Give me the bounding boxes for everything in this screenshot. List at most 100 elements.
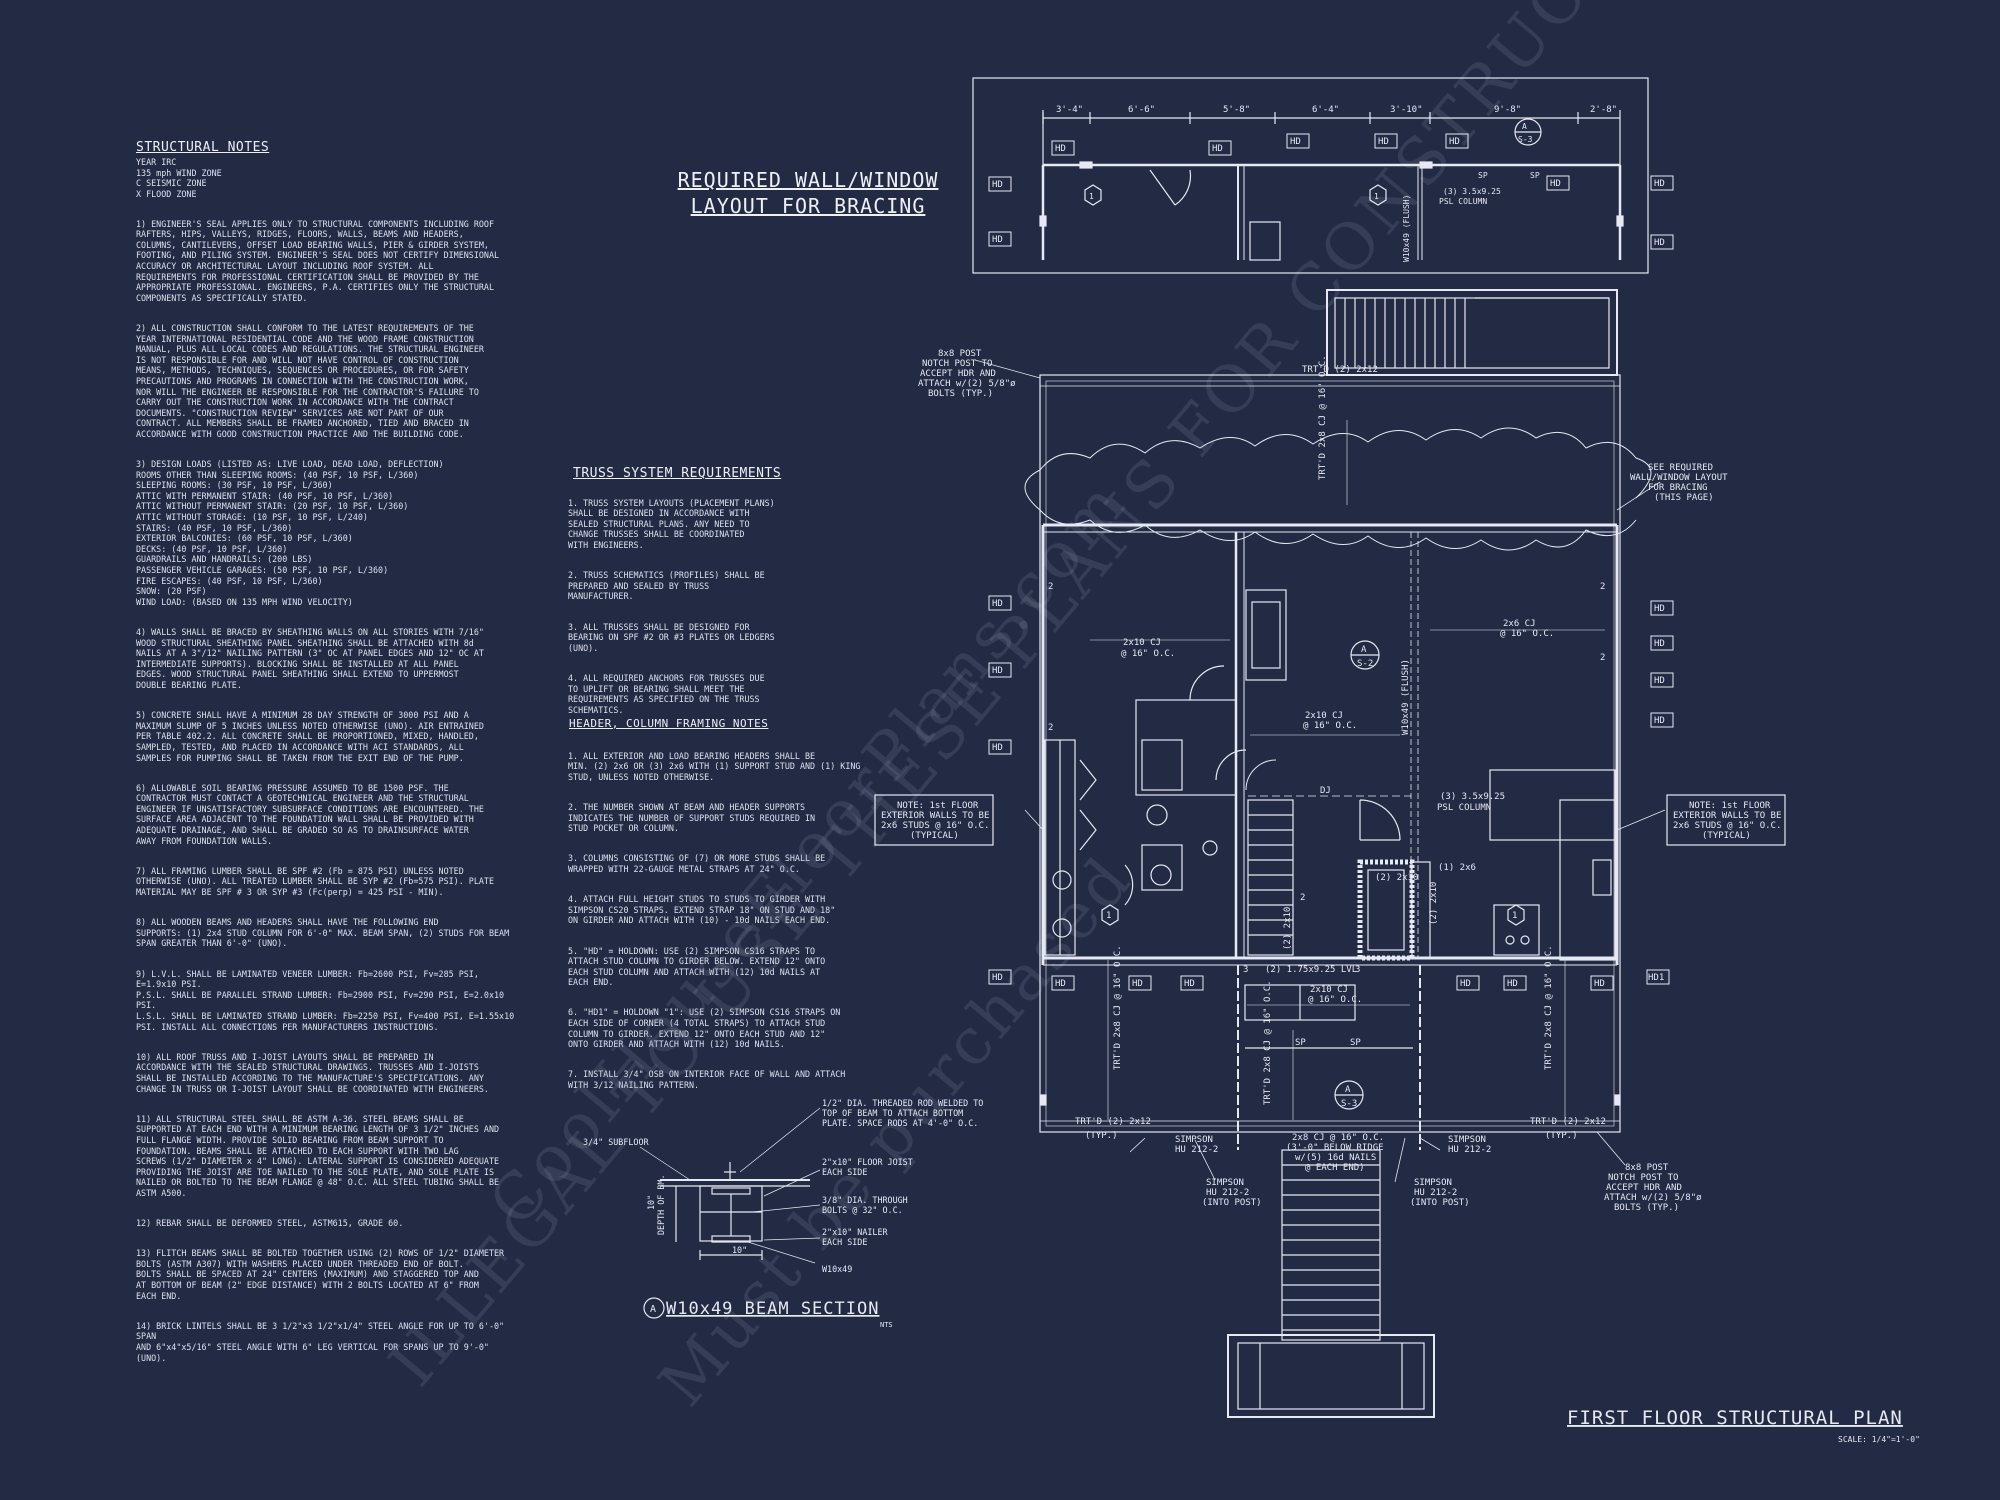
truss-note: 3. ALL TRUSSES SHALL BE DESIGNED FOR BEA… <box>568 621 775 653</box>
hd-tag: HD <box>992 973 1003 983</box>
ridge-note: (3'-0" BELOW RIDGE <box>1286 1143 1384 1153</box>
vertical-cj: TRT'D 2x8 CJ @ 16" O.C. <box>1318 355 1328 480</box>
watermark: ILLEGAL TO USE THESE PLANS FOR CONSTRUCT… <box>376 0 1728 1420</box>
plan-labels: TRT'D (2) 2x12 TRT'D (2) 2x12 TRT'D (2) … <box>881 349 1781 1213</box>
structural-note: 3) DESIGN LOADS (LISTED AS: LIVE LOAD, D… <box>136 459 444 607</box>
structural-note: 1) ENGINEER'S SEAL APPLIES ONLY TO STRUC… <box>136 218 500 303</box>
plan-title: FIRST FLOOR STRUCTURAL PLAN <box>1567 1407 1903 1429</box>
section-mark: A <box>1345 1085 1351 1095</box>
section-sheet: S-2 <box>1357 659 1373 669</box>
bracing-dim: 6'-4" <box>1312 105 1339 115</box>
header-notes-list: 1. ALL EXTERIOR AND LOAD BEARING HEADERS… <box>568 740 868 1110</box>
depth-dim: 10" <box>646 1195 656 1210</box>
simpson-label: SIMPSON <box>1414 1178 1452 1188</box>
bracing-section-mark: A <box>1522 122 1527 131</box>
simpson-label: HU 212-2 <box>1414 1188 1457 1198</box>
hd-tag: HD <box>1378 137 1389 147</box>
psl-column: (3) 3.5x9.25 <box>1440 792 1505 802</box>
wall-note: 2x6 STUDS @ 16" O.C. <box>1673 821 1781 831</box>
beam-size-label: W10x49 <box>822 1264 852 1274</box>
hex-number: 1 <box>1512 911 1517 921</box>
cj-label: @ 16" O.C. <box>1500 629 1554 639</box>
rod-note-3: PLATE. SPACE RODS AT 4'-0" O.C. <box>822 1118 978 1128</box>
bracing-sp: SP <box>1478 171 1488 180</box>
hex-number: 1 <box>1374 192 1379 201</box>
nailer-note-1: 2"x10" NAILER <box>822 1227 889 1237</box>
bracing-hd-tags: HD HD HD HD HD HD HD HD HD HD 1 1 A S-3 … <box>988 122 1674 262</box>
hd-tag: HD <box>1055 979 1066 989</box>
header-note: 3. COLUMNS CONSISTING OF (7) OR MORE STU… <box>568 853 826 874</box>
hd-tag: HD <box>1132 979 1143 989</box>
vertical-cj: TRT'D 2x8 CJ @ 16" O.C. <box>1263 980 1273 1105</box>
truss-notes-title: TRUSS SYSTEM REQUIREMENTS <box>573 466 782 481</box>
lvl-label: (2) 1.75x9.25 LVL <box>1265 965 1357 975</box>
truss-note: 4. ALL REQUIRED ANCHORS FOR TRUSSES DUE … <box>568 672 765 715</box>
dj-label: DJ <box>1320 786 1331 796</box>
header-note: 5. "HD" = HOLDOWN: USE (2) SIMPSON CS16 … <box>568 945 826 988</box>
hd-tag: HD <box>1654 604 1665 614</box>
stud-count: 3 <box>1355 965 1360 975</box>
joist-note-1: 2"x10" FLOOR JOIST <box>822 1157 913 1167</box>
stud-count: 3 <box>1243 965 1248 975</box>
truss-note: 2. TRUSS SCHEMATICS (PROFILES) SHALL BE … <box>568 570 765 602</box>
hd-tag: HD <box>1654 179 1665 189</box>
simpson-label: (INTO POST) <box>1410 1198 1470 1208</box>
bracing-dim: 3'-10" <box>1390 105 1423 115</box>
cj-label: @ 16" O.C. <box>1121 649 1175 659</box>
bracing-dim: 9'-8" <box>1494 105 1521 115</box>
structural-note: 14) BRICK LINTELS SHALL BE 3 1/2"x3 1/2"… <box>136 1320 505 1363</box>
beam-label: W10x49 (FLUSH) <box>1401 659 1411 735</box>
bolt-note-1: 3/8" DIA. THROUGH <box>822 1195 908 1205</box>
see-note: WALL/WINDOW LAYOUT <box>1630 473 1728 483</box>
stud-label: (1) 2x6 <box>1438 863 1476 873</box>
see-note: FOR BRACING <box>1648 483 1708 493</box>
hd-tag: HD <box>1507 979 1518 989</box>
hd-tag: HD <box>992 666 1003 676</box>
hd-tag: HD <box>1654 238 1665 248</box>
simpson-label: SIMPSON <box>1175 1135 1213 1145</box>
wall-note: 2x6 STUDS @ 16" O.C. <box>881 821 989 831</box>
hd-tag: HD <box>1212 144 1223 154</box>
post-note: NOTCH POST TO <box>922 359 992 369</box>
bracing-sp: SP <box>1530 171 1540 180</box>
rod-note-2: TOP OF BEAM TO ATTACH BOTTOM <box>822 1108 963 1118</box>
bracing-dim: 2'-8" <box>1590 105 1617 115</box>
bracing-section-sheet: S-3 <box>1518 135 1533 144</box>
structural-note: 2) ALL CONSTRUCTION SHALL CONFORM TO THE… <box>136 322 484 439</box>
post-note: ACCEPT HDR AND <box>920 369 996 379</box>
plan-scale: SCALE: 1/4"=1'-0" <box>1838 1435 1920 1444</box>
depth-label: DEPTH OF BM. <box>656 1174 666 1235</box>
beam-section-title: W10x49 BEAM SECTION <box>666 1299 879 1319</box>
trtd-label: TRT'D (2) 2x12 <box>1075 1117 1151 1127</box>
cj-label: 2x10 CJ <box>1305 711 1343 721</box>
simpson-label: HU 212-2 <box>1448 1145 1491 1155</box>
bracing-dim: 5'-8" <box>1223 105 1250 115</box>
width-dim: 10" <box>732 1245 747 1255</box>
stud-count: 2 <box>1048 723 1053 733</box>
wall-note: EXTERIOR WALLS TO BE <box>881 811 989 821</box>
trtd-label: TRT'D (2) 2x12 <box>1302 365 1378 375</box>
cj-label: @ 16" O.C. <box>1308 995 1362 1005</box>
typ-label: (TYP.) <box>1545 1131 1578 1141</box>
structural-note: 11) ALL STRUCTURAL STEEL SHALL BE ASTM A… <box>136 1113 500 1198</box>
zone-list: YEAR IRC 135 mph WIND ZONE C SEISMIC ZON… <box>136 157 222 199</box>
post-note: 8x8 POST <box>938 349 982 359</box>
structural-note: 13) FLITCH BEAMS SHALL BE BOLTED TOGETHE… <box>136 1248 505 1301</box>
trtd-label: TRT'D (2) 2x12 <box>1530 1117 1606 1127</box>
nailer-note-2: EACH SIDE <box>822 1237 867 1247</box>
structural-note: 7) ALL FRAMING LUMBER SHALL BE SPF #2 (F… <box>136 865 494 898</box>
bolt-note-2: BOLTS @ 32" O.C. <box>822 1205 903 1215</box>
psl-column: PSL COLUMN <box>1437 803 1491 813</box>
structural-note: 6) ALLOWABLE SOIL BEARING PRESSURE ASSUM… <box>136 782 484 846</box>
watermark-line1: ILLEGAL TO USE THESE PLANS FOR CONSTRUCT… <box>376 0 1728 1400</box>
header-label: (2) 2x10 <box>1375 873 1418 883</box>
cj-label: 2x10 CJ <box>1123 638 1161 648</box>
vertical-cj: TRT'D 2x8 CJ @ 16" O.C. <box>1544 945 1554 1070</box>
simpson-label: HU 212-2 <box>1175 1145 1218 1155</box>
beam-section-detail <box>639 1107 821 1319</box>
post-note: ATTACH w/(2) 5/8"ø <box>918 379 1016 389</box>
stud-count: 2 <box>1300 893 1305 903</box>
bracing-psl-column-2: PSL COLUMN <box>1439 197 1487 206</box>
